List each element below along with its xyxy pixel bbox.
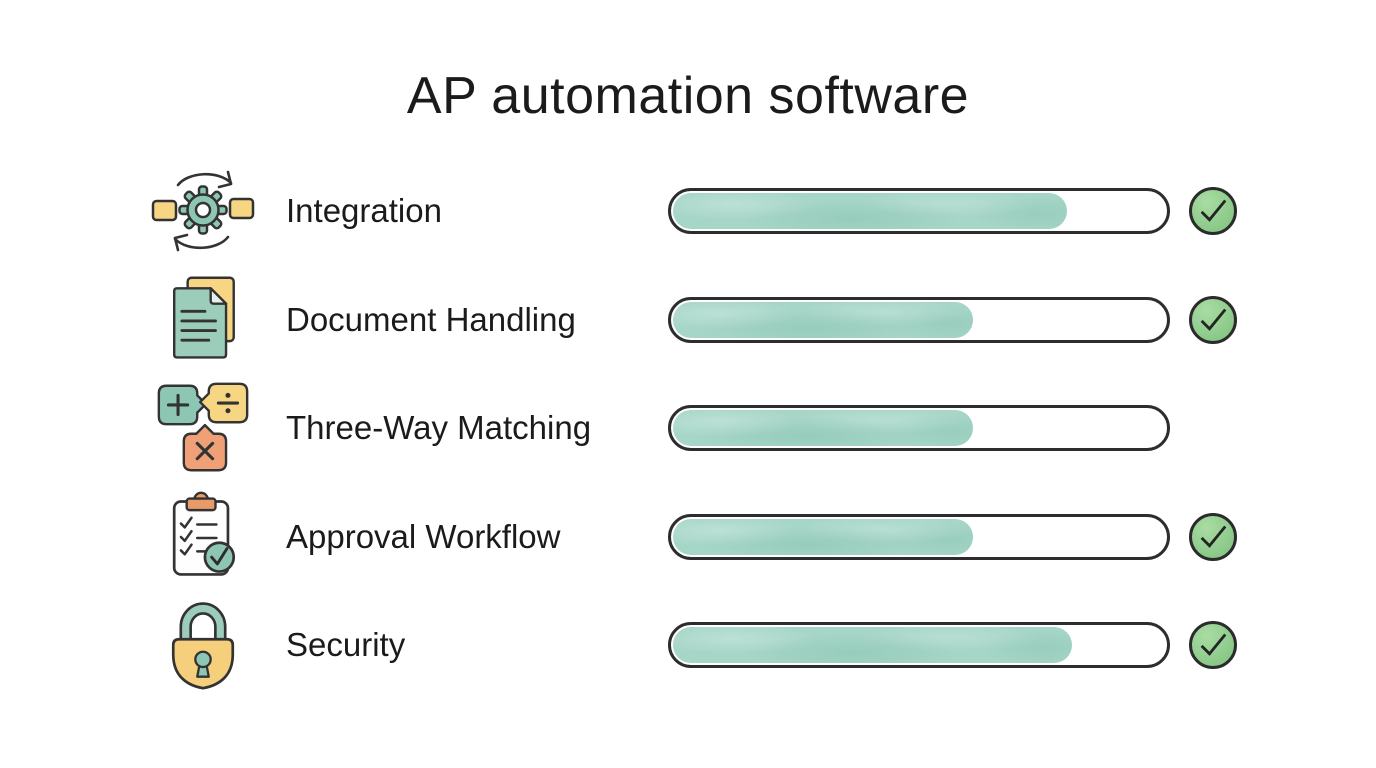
- rating-bar-fill: [673, 410, 974, 447]
- page-title: AP automation software: [406, 67, 970, 125]
- feature-row-approval-workflow: Approval Workflow: [0, 483, 1376, 592]
- rating-bar-track: [668, 622, 1170, 669]
- documents-icon: [150, 267, 256, 373]
- check-circle-icon: [1189, 621, 1237, 670]
- check-circle-icon: [1189, 512, 1237, 561]
- rating-bar-track: [668, 405, 1170, 452]
- feature-row-document-handling: Document Handling: [0, 266, 1376, 375]
- clipboard-checklist-icon: [150, 484, 256, 590]
- feature-label: Security: [286, 626, 406, 664]
- rating-bar-track: [668, 188, 1170, 235]
- feature-row-integration: Integration: [0, 157, 1376, 266]
- feature-row-security: Security: [0, 591, 1376, 700]
- rating-bar-track: [668, 296, 1170, 343]
- check-circle-icon: [1189, 187, 1237, 236]
- feature-label: Approval Workflow: [286, 517, 561, 555]
- check-circle-icon: [1189, 295, 1237, 344]
- feature-label: Document Handling: [286, 300, 576, 338]
- feature-row-three-way-matching: Three-Way Matching: [0, 374, 1376, 483]
- rating-bar-fill: [673, 518, 974, 555]
- rating-bar-fill: [673, 193, 1067, 230]
- sync-gear-icon: [150, 158, 256, 264]
- feature-label: Three-Way Matching: [286, 409, 592, 447]
- rating-bar-fill: [673, 301, 974, 338]
- feature-rows: Integration: [0, 157, 1376, 700]
- rating-bar-fill: [673, 627, 1072, 664]
- math-operators-icon: [150, 375, 256, 481]
- padlock-icon: [150, 592, 256, 698]
- feature-label: Integration: [286, 192, 442, 230]
- rating-bar-track: [668, 513, 1170, 560]
